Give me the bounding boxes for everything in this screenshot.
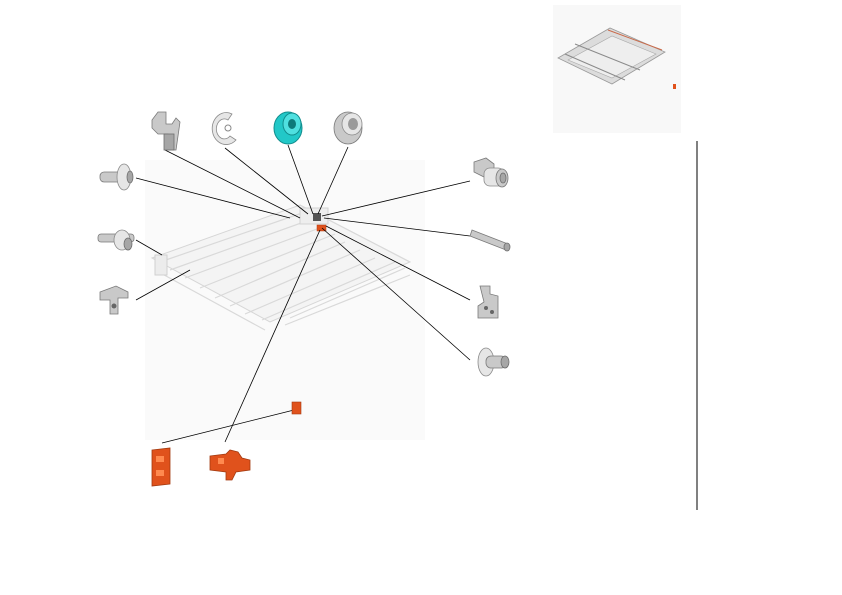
- shaft-icon: [97, 229, 135, 251]
- pin-icon: [477, 347, 510, 377]
- e-ring-icon: [211, 112, 237, 145]
- thumbnail-view: [553, 5, 681, 133]
- assembly-orange-part: [316, 224, 327, 232]
- block-icon: [151, 447, 171, 487]
- bracket-icon: [151, 111, 181, 151]
- holder-icon: [473, 157, 509, 188]
- bushing-icon: [333, 111, 363, 145]
- plate-icon: [477, 285, 499, 319]
- leader-lines: [135, 144, 471, 444]
- bracket-icon: [99, 285, 129, 315]
- main-assembly: [145, 160, 425, 440]
- pin-icon: [99, 163, 134, 191]
- rod-icon: [469, 229, 511, 252]
- clip-icon: [209, 449, 251, 481]
- bushing-icon: [273, 111, 303, 145]
- block-icon: [291, 401, 302, 415]
- assembly-hub: [313, 213, 321, 221]
